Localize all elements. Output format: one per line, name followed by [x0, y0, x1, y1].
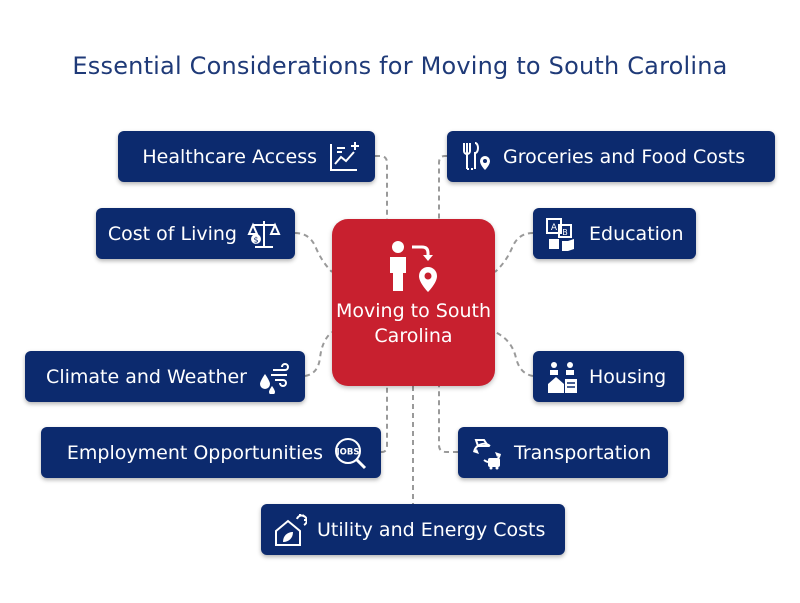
node-label: Transportation [514, 441, 652, 464]
node-utility-and-energy-costs: Utility and Energy Costs [261, 504, 565, 555]
node-label: Groceries and Food Costs [503, 145, 746, 168]
scale-money-icon: $ [247, 217, 281, 251]
node-label: Healthcare Access [142, 145, 317, 168]
connector-groceries [438, 155, 447, 219]
node-housing: Housing [533, 351, 684, 402]
central-topic: Moving to South Carolina [332, 219, 495, 386]
connector-healthcare [375, 155, 388, 219]
svg-text:A: A [551, 223, 558, 233]
fork-location-icon [459, 140, 493, 174]
svg-text:B: B [562, 228, 568, 237]
node-label: Education [589, 222, 684, 245]
node-label: Cost of Living [107, 222, 237, 245]
weather-icon [257, 360, 291, 394]
transport-icon [470, 436, 504, 470]
node-label: Employment Opportunities [66, 441, 323, 464]
connector-housing [494, 331, 534, 377]
connector-cost-of-living [294, 232, 333, 273]
node-label: Housing [589, 365, 667, 388]
node-cost-of-living: Cost of Living $ [96, 208, 295, 259]
node-label: Utility and Energy Costs [317, 518, 546, 541]
eco-house-icon [273, 513, 307, 547]
node-label: Climate and Weather [46, 365, 247, 388]
connector-transportation [438, 386, 458, 453]
node-climate-and-weather: Climate and Weather [25, 351, 305, 402]
house-people-icon [545, 360, 579, 394]
node-healthcare-access: Healthcare Access [118, 131, 375, 182]
svg-text:$: $ [253, 235, 258, 244]
page-title: Essential Considerations for Moving to S… [72, 52, 728, 80]
connector-education [494, 232, 534, 273]
person-relocation-icon [380, 237, 446, 303]
central-topic-label: Moving to South Carolina [335, 300, 491, 347]
connector-climate [304, 331, 333, 377]
node-groceries-and-food-costs: Groceries and Food Costs [447, 131, 775, 182]
node-employment-opportunities: Employment Opportunities JOBS [41, 427, 381, 478]
jobs-search-icon: JOBS [333, 436, 367, 470]
svg-text:JOBS: JOBS [336, 447, 360, 457]
health-chart-icon [327, 140, 361, 174]
node-transportation: Transportation [458, 427, 668, 478]
connector-employment [381, 386, 388, 453]
